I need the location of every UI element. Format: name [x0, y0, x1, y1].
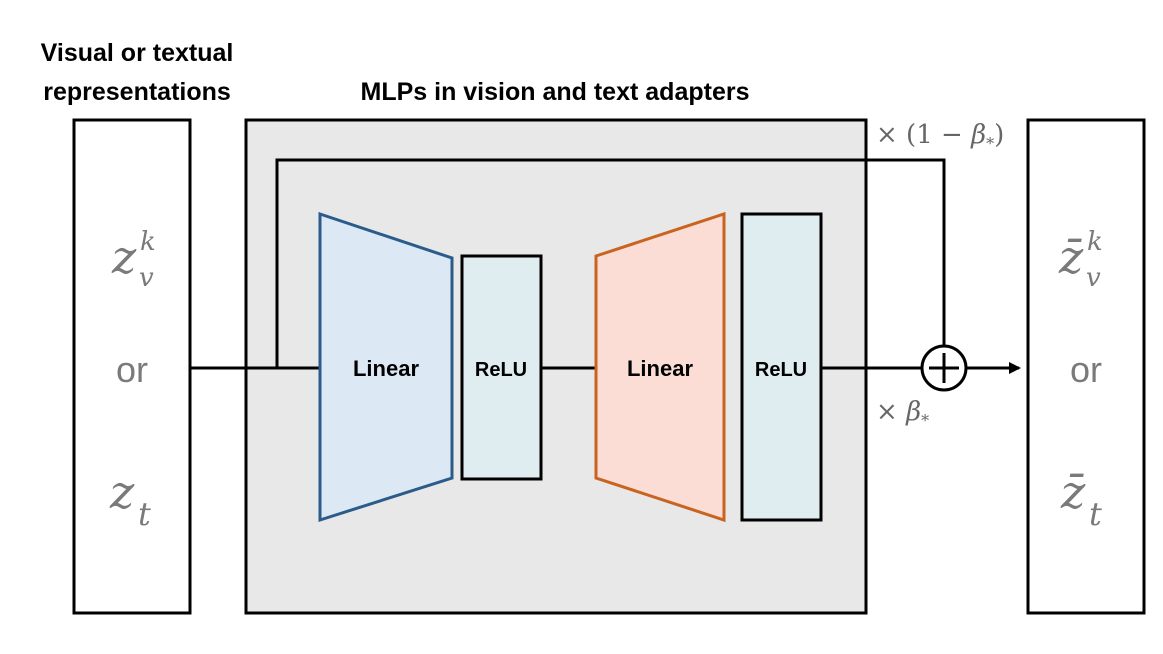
- output-representation-box: [1026, 118, 1146, 615]
- adapter-title: MLPs in vision and text adapters: [361, 78, 750, 106]
- input-or-label: or: [116, 349, 148, 390]
- relu-layer-2: [740, 212, 823, 522]
- output-or-label: or: [1070, 349, 1102, 390]
- input-visual-symbol: z: [111, 230, 137, 284]
- input-text-symbol: z: [109, 465, 135, 519]
- skip-connection: [275, 158, 946, 368]
- linear-layer-2-label: Linear: [627, 356, 693, 381]
- linear-layer-1-label: Linear: [353, 356, 419, 381]
- output-text-subscript: t: [1089, 495, 1102, 533]
- relu-layer-1: [460, 254, 543, 481]
- input-text-subscript: t: [138, 495, 151, 533]
- input-visual-subscript: v: [139, 263, 154, 293]
- relu-layer-1-label: ReLU: [475, 359, 527, 381]
- linear-layer-2: [594, 211, 726, 523]
- output-visual-symbol: z̄: [1058, 230, 1084, 284]
- input-representation-box: [72, 118, 192, 615]
- input-visual-superscript: k: [140, 227, 156, 257]
- input-title-line2: representations: [43, 78, 231, 106]
- output-visual-subscript: v: [1086, 263, 1101, 293]
- output-text-symbol: z̄: [1060, 465, 1086, 519]
- skip-weight-label: × (1 − β*): [876, 120, 1004, 153]
- linear-layer-1: [318, 211, 454, 523]
- output-visual-superscript: k: [1087, 227, 1103, 257]
- mlp-weight-label: × β*: [876, 397, 929, 430]
- relu-layer-2-label: ReLU: [755, 359, 807, 381]
- input-title-line1: Visual or textual: [41, 39, 234, 67]
